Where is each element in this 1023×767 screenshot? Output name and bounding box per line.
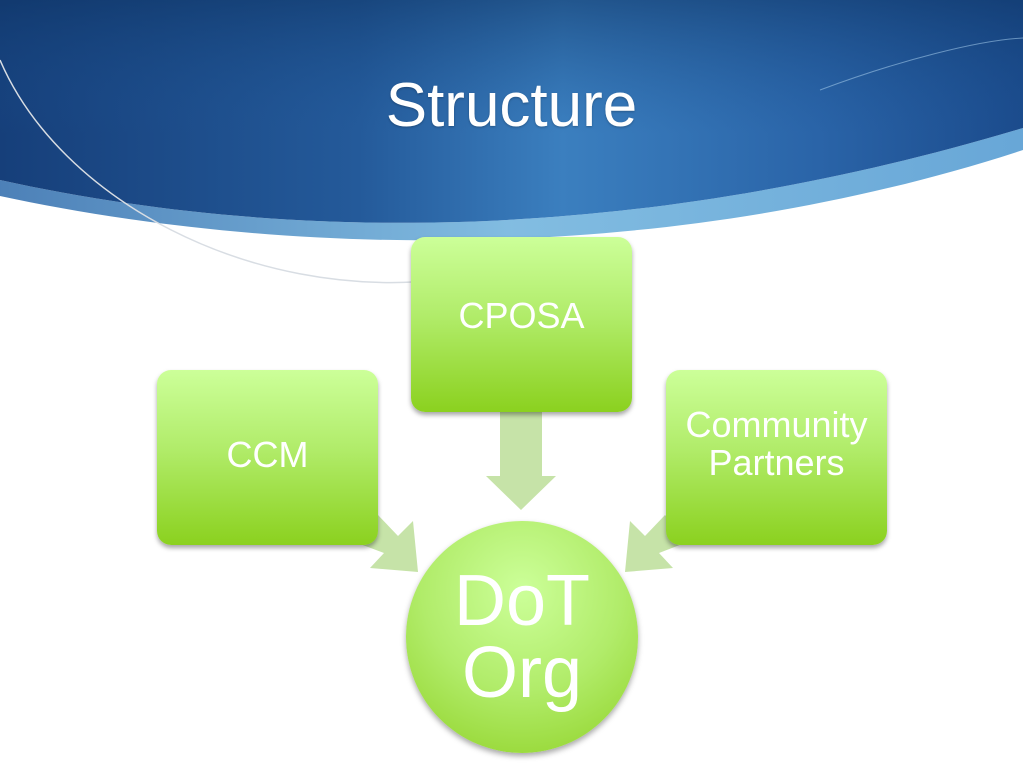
slide-title: Structure: [385, 71, 638, 140]
node-ccm: CCM: [157, 370, 378, 545]
decorative-curve-upper: [819, 37, 1023, 91]
decorative-curve: [0, 59, 441, 284]
node-community-partners-label: Community Partners: [685, 403, 868, 483]
header-light-band: [0, 128, 1023, 241]
node-community-partners: Community Partners: [666, 370, 887, 545]
node-center-dot-org: DoT Org: [406, 521, 638, 753]
arrow-top-to-center: [486, 412, 556, 510]
node-center-label: DoT Org: [453, 561, 591, 713]
node-cposa-label: CPOSA: [458, 294, 585, 336]
node-ccm-label: CCM: [226, 433, 309, 475]
node-cposa: CPOSA: [411, 237, 632, 412]
